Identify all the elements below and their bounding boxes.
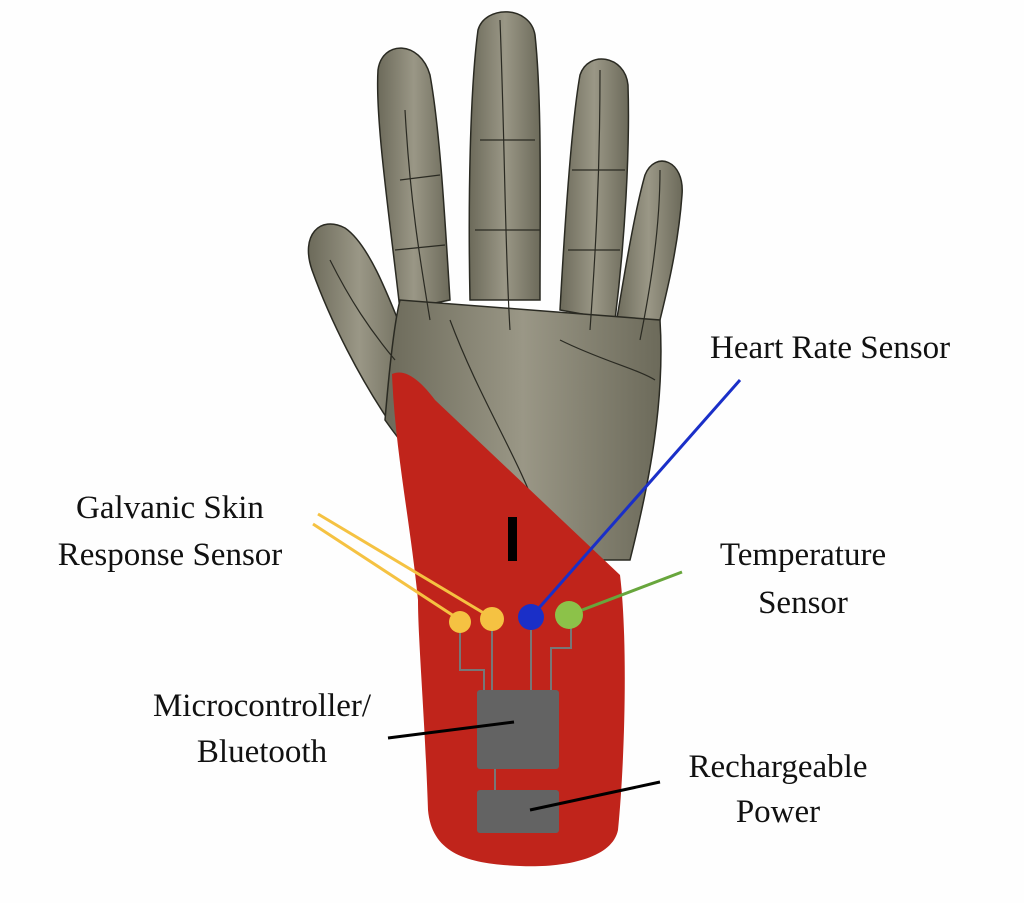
heart-rate-sensor bbox=[518, 604, 544, 630]
thumb bbox=[307, 223, 411, 432]
gsr-sensor-1 bbox=[449, 611, 471, 633]
gsr-label-line2: Response Sensor bbox=[58, 537, 283, 573]
temperature-label-line2: Sensor bbox=[758, 585, 848, 621]
power-label-line2: Power bbox=[736, 794, 820, 830]
index-finger bbox=[376, 47, 451, 311]
band-mark bbox=[508, 517, 517, 561]
temperature-label-line1: Temperature bbox=[720, 537, 886, 573]
battery-chip bbox=[477, 790, 559, 833]
middle-finger bbox=[468, 11, 542, 301]
power-label-line1: Rechargeable bbox=[689, 749, 868, 785]
gsr-sensor-2 bbox=[480, 607, 504, 631]
microcontroller-label-line1: Microcontroller/ bbox=[153, 688, 372, 724]
pinky-finger bbox=[614, 160, 683, 341]
microcontroller-label-line2: Bluetooth bbox=[197, 734, 328, 770]
microcontroller-chip bbox=[477, 690, 559, 769]
ring-finger bbox=[559, 58, 630, 321]
wristband bbox=[392, 372, 625, 867]
heart-rate-label: Heart Rate Sensor bbox=[710, 330, 950, 366]
gsr-label-line1: Galvanic Skin bbox=[76, 490, 264, 526]
hand-mesh-lines bbox=[329, 19, 661, 521]
leader-lines bbox=[312, 379, 742, 812]
circuit-traces bbox=[459, 628, 572, 790]
temperature-sensor bbox=[555, 601, 583, 629]
